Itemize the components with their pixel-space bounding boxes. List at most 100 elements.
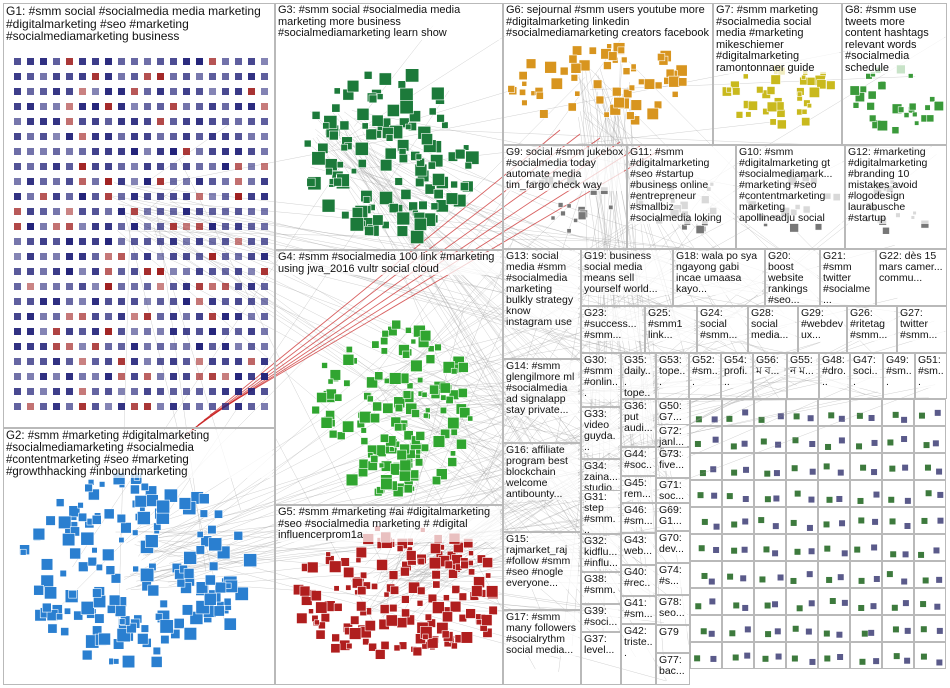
group-panel-g40: G40: #rec... — [621, 565, 656, 596]
group-panel-g13: G13: social media #smm #socialmedia mark… — [503, 249, 581, 359]
group-panel-g51: G51: #sm... — [915, 353, 947, 399]
small-group-tile — [690, 642, 722, 669]
small-group-tile — [754, 534, 786, 561]
small-group-tile — [786, 561, 818, 588]
group-label-g18: G18: wala po sya ngayong gabi incae umaa… — [676, 250, 762, 296]
small-group-tile — [914, 480, 946, 507]
small-group-tile — [690, 561, 722, 588]
small-group-tile — [882, 561, 914, 588]
small-group-tile — [754, 399, 786, 426]
small-group-tile — [722, 480, 754, 507]
small-group-tile — [754, 507, 786, 534]
group-panel-g74: G74: #s... — [656, 563, 690, 595]
small-group-tile — [818, 426, 850, 453]
small-group-tile — [850, 453, 882, 480]
group-label-g47: G47: soci... — [853, 354, 880, 389]
group-panel-g39: G39: #soci... — [581, 604, 621, 632]
group-panel-g31: G31: step #smm... — [581, 490, 621, 534]
small-group-tile — [722, 507, 754, 534]
group-panel-g15: G15: rajmarket_raj #follow #smm #seo #no… — [503, 532, 581, 610]
group-label-g56: G56: ম ব... — [756, 354, 784, 378]
group-label-g10: G10: #smm #digitalmarketing gt #socialme… — [739, 146, 842, 225]
group-panel-g47: G47: soci... — [850, 353, 883, 399]
group-label-g54: G54: profi... — [724, 354, 750, 389]
group-panel-g79: G79 — [656, 625, 690, 653]
group-panel-g24: G24: social #smm... — [697, 306, 748, 353]
small-group-tile — [882, 534, 914, 561]
group-panel-g53: G53: tope... — [656, 353, 689, 399]
small-group-tile — [786, 615, 818, 642]
group-label-g22: G22: dès 15 mars camer... commu... — [879, 250, 946, 285]
group-label-g48: G48: #dro... — [822, 354, 848, 389]
small-group-tile — [818, 642, 850, 669]
small-group-tile — [722, 399, 754, 426]
group-label-g45: G45: rem... — [624, 477, 653, 501]
small-group-tile — [786, 507, 818, 534]
group-panel-g7: G7: #smm marketing #socialmedia social m… — [713, 3, 842, 145]
small-group-tile — [786, 426, 818, 453]
group-panel-g43: G43: web... — [621, 533, 656, 565]
group-label-g42: G42: triste... — [624, 625, 653, 660]
group-panel-g18: G18: wala po sya ngayong gabi incae umaa… — [673, 249, 765, 306]
group-label-g74: G74: #s... — [659, 564, 687, 588]
small-group-tile — [754, 480, 786, 507]
group-panel-g5: G5: #smm #marketing #ai #digitalmarketin… — [275, 505, 503, 685]
group-panel-g3: G3: #smm social #socialmedia media marke… — [275, 3, 503, 250]
small-group-tile — [882, 507, 914, 534]
small-group-tile — [882, 453, 914, 480]
group-panel-g35: G35: daily... tope... — [621, 353, 656, 399]
group-panel-g45: G45: rem... — [621, 476, 656, 503]
group-panel-g77: G77: bac... — [656, 653, 690, 685]
small-group-tile — [786, 642, 818, 669]
small-group-tile — [914, 534, 946, 561]
small-group-tile — [722, 453, 754, 480]
group-label-g16: G16: affiliate program best blockchain w… — [506, 444, 578, 501]
small-group-tile — [786, 588, 818, 615]
small-group-tile — [850, 642, 882, 669]
group-label-g78: G78: seo... — [659, 596, 687, 620]
group-label-g52: G52: #sm... — [692, 354, 718, 389]
small-group-tile — [786, 453, 818, 480]
group-label-g11: G11: #smm #digitalmarketing #seo #startu… — [630, 146, 733, 225]
small-group-tile — [754, 588, 786, 615]
small-group-tile — [722, 561, 754, 588]
group-label-g23: G23: #success... #smm... — [584, 307, 642, 342]
group-label-g33: G33: video guyda... — [584, 408, 618, 454]
small-group-tile — [690, 453, 722, 480]
group-label-g14: G14: #smm glengilmore ml #socialmedia ad… — [506, 360, 578, 417]
group-label-g4: G4: #smm #socialmedia 100 link #marketin… — [278, 251, 500, 276]
group-panel-g26: G26: #ritetag #smm... — [847, 306, 897, 353]
group-label-g44: G44: #soc... — [624, 448, 653, 475]
group-label-g55: G55: ন ম... — [790, 354, 816, 378]
group-panel-g48: G48: #dro... — [819, 353, 850, 399]
group-label-g40: G40: #rec... — [624, 566, 653, 595]
small-group-tile — [786, 480, 818, 507]
small-group-tile — [882, 399, 914, 426]
small-group-tile — [786, 399, 818, 426]
group-panel-g14: G14: #smm glengilmore ml #socialmedia ad… — [503, 359, 581, 443]
small-group-tile — [722, 588, 754, 615]
small-group-tile — [850, 615, 882, 642]
group-panel-g56: G56: ম ব... — [753, 353, 787, 399]
group-panel-g22: G22: dès 15 mars camer... commu... — [876, 249, 947, 306]
group-label-g20: G20: boost website rankings #seo... — [768, 250, 817, 305]
small-group-tile — [754, 561, 786, 588]
small-group-tile — [690, 426, 722, 453]
group-label-g39: G39: #soci... — [584, 605, 618, 629]
small-group-tile — [882, 642, 914, 669]
small-group-tile — [882, 615, 914, 642]
group-label-g32: G32: kidflu... #influ... — [584, 535, 621, 570]
small-group-tile — [722, 642, 754, 669]
group-panel-g4: G4: #smm #socialmedia 100 link #marketin… — [275, 250, 503, 505]
group-label-g43: G43: web... — [624, 534, 653, 558]
group-panel-g1: G1: #smm social #socialmedia media marke… — [3, 3, 275, 428]
small-group-tile — [914, 453, 946, 480]
small-group-tile — [754, 426, 786, 453]
small-group-tile — [882, 588, 914, 615]
group-panel-g10: G10: #smm #digitalmarketing gt #socialme… — [736, 145, 845, 249]
small-group-tile — [882, 426, 914, 453]
small-group-tile — [690, 480, 722, 507]
group-panel-g21: G21: #smm twitter #socialme... — [820, 249, 876, 306]
group-label-g6: G6: sejournal #smm users youtube more #d… — [506, 4, 710, 40]
small-group-tile — [850, 534, 882, 561]
